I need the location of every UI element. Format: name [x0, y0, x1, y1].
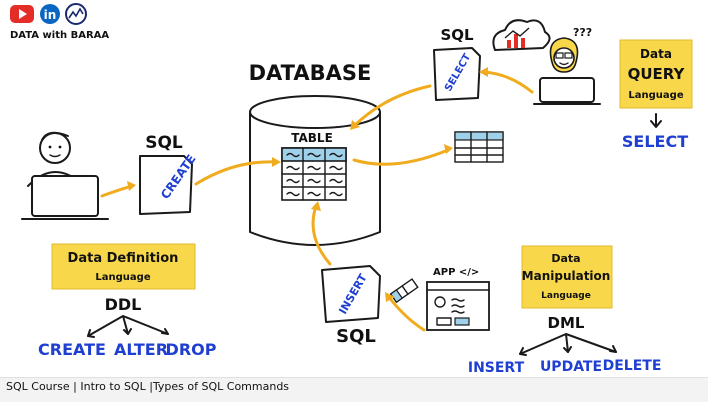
youtube-icon[interactable]	[10, 5, 34, 23]
dql-box: Data QUERY Language	[619, 39, 693, 109]
dml-command-delete: DELETE	[603, 358, 662, 374]
dql-doc-label: SELECT	[443, 52, 473, 94]
linkedin-icon[interactable]: in	[40, 4, 60, 24]
dml-command-update: UPDATE	[540, 359, 602, 375]
dml-box-line2: Manipulation	[522, 269, 611, 283]
svg-text:in: in	[44, 8, 57, 22]
footer-bar	[0, 377, 708, 402]
database-title: DATABASE	[249, 61, 372, 85]
dml-abbr: DML	[548, 314, 585, 332]
table-label: TABLE	[291, 131, 333, 145]
dql-box-line1: Data	[640, 47, 672, 61]
result-table	[454, 131, 504, 163]
ddl-box-line1: Data Definition	[68, 251, 179, 266]
laptop-left	[21, 175, 109, 220]
ddl-command-drop: DROP	[166, 340, 217, 359]
dql-down-arrow	[650, 113, 662, 128]
ddl-abbr: DDL	[105, 295, 142, 314]
brand-name: DATA with BARAA	[10, 30, 109, 41]
ddl-box: Data Definition Language	[51, 243, 196, 290]
arrow-analyst-to-select	[479, 67, 534, 94]
arrow-insert-to-table	[311, 201, 332, 266]
app-label: APP </>	[433, 267, 479, 278]
dml-doc-label: INSERT	[336, 271, 370, 316]
dql-box-line2: QUERY	[628, 65, 686, 83]
arrow-create-to-table	[194, 157, 281, 186]
dql-sql-document: SQL SELECT	[433, 26, 481, 101]
analyst-figure	[533, 37, 601, 105]
data-strip-icon	[389, 278, 419, 304]
database-table	[281, 147, 347, 201]
database-cylinder: DATABASE TABLE	[249, 61, 381, 246]
cloud-thought-icon	[492, 19, 551, 51]
ddl-box-line2: Language	[95, 272, 150, 283]
arrow-table-to-result	[352, 144, 453, 166]
dql-command-select: SELECT	[622, 132, 688, 151]
ddl-command-create: CREATE	[38, 340, 106, 359]
arrow-select-to-table	[350, 84, 432, 130]
ddl-branches	[87, 315, 169, 338]
dql-sql-label: SQL	[440, 26, 474, 44]
dml-box-line3: Language	[541, 291, 591, 301]
ddl-doc-label: CREATE	[158, 152, 199, 202]
logo-icon[interactable]	[65, 3, 87, 25]
dml-command-insert: INSERT	[468, 360, 525, 376]
ddl-sql-document: SQL CREATE	[139, 133, 199, 215]
dml-box-line1: Data	[551, 252, 580, 265]
app-window: APP </>	[426, 267, 490, 331]
question-marks: ???	[573, 26, 592, 39]
arrow-app-to-insert	[385, 292, 426, 332]
dql-box-line3: Language	[628, 90, 683, 101]
ddl-sql-label: SQL	[145, 133, 183, 153]
brand-header: in DATA with BARAA	[10, 3, 109, 41]
dml-sql-label: SQL	[336, 326, 376, 347]
dml-branches	[519, 333, 617, 356]
dml-box: Data Manipulation Language	[521, 245, 613, 309]
footer-caption: SQL Course | Intro to SQL |Types of SQL …	[6, 380, 290, 393]
arrow-laptop-to-create	[100, 181, 136, 198]
dml-sql-document: INSERT SQL	[321, 265, 381, 347]
ddl-command-alter: ALTER	[114, 340, 168, 359]
